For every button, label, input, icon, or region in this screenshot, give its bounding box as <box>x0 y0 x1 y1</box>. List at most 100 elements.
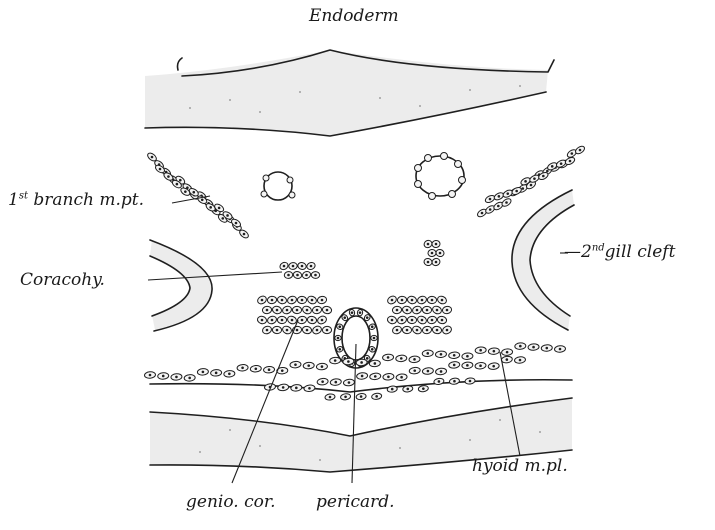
cell-nucleus <box>431 252 434 255</box>
speck <box>469 439 471 441</box>
cell-nucleus <box>343 316 346 319</box>
cell-nucleus <box>241 366 244 369</box>
cell-nucleus <box>533 177 536 180</box>
cell-nucleus <box>426 309 429 312</box>
cell-nucleus <box>179 179 182 182</box>
speck <box>259 445 261 447</box>
cell-nucleus <box>400 357 403 360</box>
speck <box>229 429 231 431</box>
cell-nucleus <box>326 329 329 332</box>
cell-nucleus <box>291 299 294 302</box>
cell-nucleus <box>479 349 482 352</box>
cell-nucleus <box>416 309 419 312</box>
cell-nucleus <box>226 214 229 217</box>
cell-nucleus <box>542 175 545 178</box>
cell-nucleus <box>366 316 369 319</box>
cell-nucleus <box>506 192 509 195</box>
cell-nucleus <box>347 360 350 363</box>
cell-nucleus <box>560 162 563 165</box>
cell-nucleus <box>427 370 430 373</box>
label-genio-cor: genio. cor. <box>186 494 276 511</box>
cell-nucleus <box>294 363 297 366</box>
cell-nucleus <box>374 362 377 365</box>
cell-nucleus <box>338 348 341 351</box>
cell-nucleus <box>446 309 449 312</box>
cell-nucleus <box>497 205 500 208</box>
cell-nucleus <box>401 319 404 322</box>
right-vessel <box>415 153 466 200</box>
cell-nucleus <box>321 299 324 302</box>
cell-nucleus <box>282 386 285 389</box>
cell-nucleus <box>321 380 324 383</box>
cell-nucleus <box>453 364 456 367</box>
cell-nucleus <box>436 309 439 312</box>
cell-nucleus <box>266 329 269 332</box>
cell-nucleus <box>192 191 195 194</box>
cell-nucleus <box>519 359 522 362</box>
cell-nucleus <box>271 319 274 322</box>
tissue-specks <box>189 85 541 461</box>
cell-nucleus <box>515 190 518 193</box>
cell-nucleus <box>436 329 439 332</box>
cell-nucleus <box>453 354 456 357</box>
cell-nucleus <box>286 309 289 312</box>
cell-nucleus <box>466 364 469 367</box>
cell-nucleus <box>373 337 376 340</box>
cell-nucleus <box>281 319 284 322</box>
cell-nucleus <box>413 358 416 361</box>
cell-nucleus <box>546 170 549 173</box>
speck <box>419 105 421 107</box>
cell-nucleus <box>316 329 319 332</box>
cell-nucleus <box>261 299 264 302</box>
cell-nucleus <box>202 371 205 374</box>
cell-nucleus <box>366 357 369 360</box>
cell-nucleus <box>532 346 535 349</box>
cell-nucleus <box>338 325 341 328</box>
cell-nucleus <box>466 355 469 358</box>
cell-nucleus <box>498 195 501 198</box>
cell-nucleus <box>426 352 429 355</box>
cell-nucleus <box>391 388 394 391</box>
cell-nucleus <box>401 299 404 302</box>
cell-nucleus <box>188 377 191 380</box>
cell-nucleus <box>281 299 284 302</box>
cell-nucleus <box>435 243 438 246</box>
cell-nucleus <box>218 207 221 210</box>
speck <box>399 447 401 449</box>
cell-nucleus <box>396 329 399 332</box>
cell-nucleus <box>431 299 434 302</box>
lower-band-top-1 <box>150 380 572 392</box>
cell-nucleus <box>215 372 218 375</box>
cell-nucleus <box>361 375 364 378</box>
cell-nucleus <box>489 198 492 201</box>
speck <box>259 111 261 113</box>
cell-nucleus <box>400 376 403 379</box>
speck <box>299 91 301 93</box>
cell-nucleus <box>301 319 304 322</box>
label-gill-sup: nd <box>592 242 605 253</box>
cell-nucleus <box>175 376 178 379</box>
cell-nucleus <box>427 243 430 246</box>
label-branch-rest: branch m.pt. <box>28 190 144 210</box>
cell-nucleus <box>167 175 170 178</box>
cell-nucleus <box>296 329 299 332</box>
cell-nucleus <box>371 325 374 328</box>
speck <box>379 97 381 99</box>
cell-nucleus <box>286 329 289 332</box>
cell-nucleus <box>387 356 390 359</box>
cell-nucleus <box>505 201 508 204</box>
cell-nucleus <box>316 309 319 312</box>
cell-nucleus <box>310 265 313 268</box>
cell-nucleus <box>162 375 165 378</box>
label-hyoid: hyoid m.pl. <box>472 458 568 475</box>
cell-nucleus <box>311 299 314 302</box>
cell-nucleus <box>266 309 269 312</box>
cell-nucleus <box>209 206 212 209</box>
cell-nucleus <box>344 395 347 398</box>
cell-nucleus <box>440 370 443 373</box>
cell-nucleus <box>559 348 562 351</box>
cell-nucleus <box>359 311 362 314</box>
cell-nucleus <box>176 183 179 186</box>
